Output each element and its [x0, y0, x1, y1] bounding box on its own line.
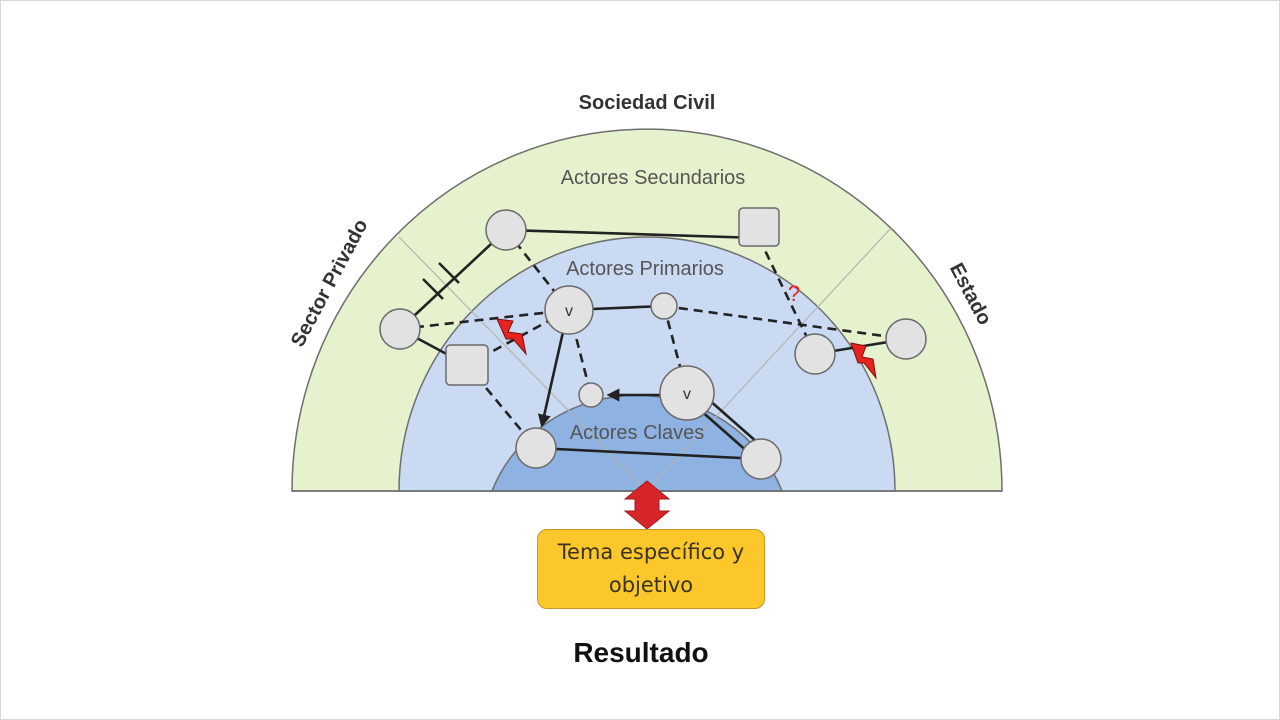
actor-node-square [738, 207, 780, 247]
relation-line [399, 229, 507, 330]
actor-node-circle [379, 308, 421, 350]
weak-relation-line [663, 304, 907, 341]
focus-topic-box: Tema específico y objetivo [537, 529, 765, 609]
broken-relation-mark [422, 278, 444, 300]
relation-line [707, 398, 759, 444]
veto-mark: v [565, 303, 573, 320]
zone-label-middle: Actores Primarios [566, 258, 724, 280]
veto-mark: v [683, 386, 691, 403]
relation-line [698, 408, 750, 454]
conflict-bolt-icon [496, 318, 527, 356]
actor-node-circle [650, 292, 678, 320]
actor-node-square [445, 344, 489, 386]
relation-line [505, 228, 760, 240]
actor-node-circle [794, 333, 836, 375]
zone-label-outer: Actores Secundarios [561, 167, 746, 189]
sector-divider-right [646, 227, 892, 492]
actor-node-veto [544, 285, 594, 335]
broken-relation-mark [438, 262, 460, 284]
zone-label-inner: Actores Claves [570, 422, 705, 444]
conflict-bolt-icon [850, 342, 877, 380]
actor-node-circle [485, 209, 527, 251]
unknown-relation-mark: ? [788, 281, 800, 306]
actor-node-circle [515, 427, 557, 469]
relation-line [535, 446, 762, 461]
actor-node-veto [659, 365, 715, 421]
sector-divider-left [398, 236, 648, 492]
result-label: Resultado [573, 637, 709, 668]
actor-node-circle [740, 438, 782, 480]
influence-arrow [537, 331, 565, 428]
sector-label-top: Sociedad Civil [579, 92, 716, 114]
actor-node-circle [885, 318, 927, 360]
weak-relation-line [399, 308, 570, 331]
middle-zone [398, 236, 896, 492]
actor-node-circle [578, 382, 604, 408]
focus-topic-text: Tema específico y objetivo [557, 540, 745, 597]
weak-relation-line [757, 237, 817, 355]
